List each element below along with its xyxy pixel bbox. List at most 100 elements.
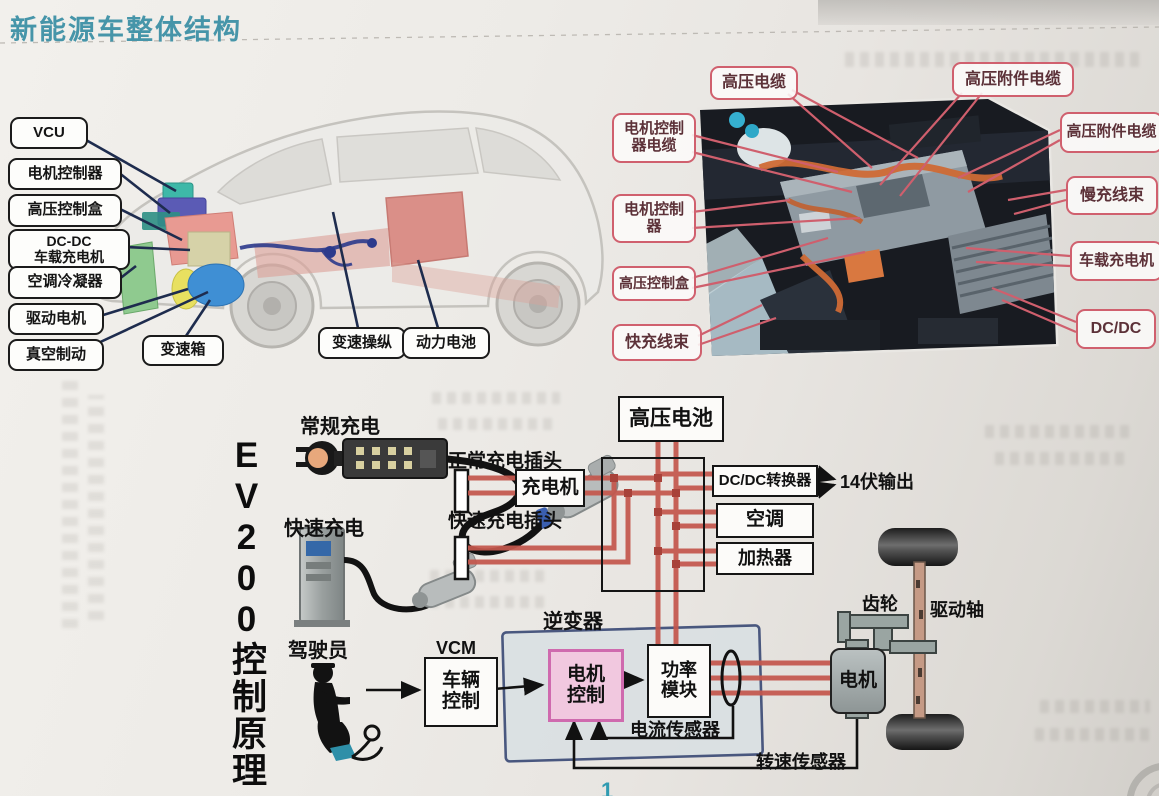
car-illustration bbox=[85, 110, 604, 349]
label-dcdc-photo: DC/DC bbox=[1076, 309, 1156, 349]
label-hv-control-box-text: 高压控制盒 bbox=[27, 201, 103, 219]
label-power-battery: 动力电池 bbox=[402, 327, 490, 359]
power-module-box: 功率 模块 bbox=[647, 644, 711, 718]
page-title: 新能源车整体结构 bbox=[10, 15, 242, 45]
label-motor-controller-photo-text: 电机控制 器 bbox=[623, 200, 684, 235]
label-speed-sensor: 转速传感器 bbox=[756, 752, 846, 772]
motor-box: 电机 bbox=[830, 648, 886, 714]
label-hv-accessory-cable-2: 高压附件电缆 bbox=[1060, 112, 1159, 153]
publisher-logo bbox=[1126, 763, 1159, 796]
driveline bbox=[837, 528, 964, 750]
battery-block bbox=[385, 191, 469, 267]
label-fast-charge-harness-text: 快充线束 bbox=[624, 333, 689, 351]
label-inverter: 逆变器 bbox=[543, 611, 603, 633]
air-conditioner-box-text: 空调 bbox=[745, 509, 784, 531]
label-motor-controller-photo: 电机控制 器 bbox=[612, 194, 696, 243]
bleed-through-text bbox=[430, 596, 550, 608]
label-motor-controller-cable: 电机控制 器电缆 bbox=[612, 113, 696, 163]
label-slow-charge-harness: 慢充线束 bbox=[1066, 176, 1158, 215]
vehicle-control-box-text: 车辆 控制 bbox=[441, 670, 480, 712]
hv-battery-box-text: 高压电池 bbox=[629, 407, 713, 431]
motor-control-box: 电机 控制 bbox=[548, 649, 624, 722]
label-hv-accessory-cable-1: 高压附件电缆 bbox=[952, 62, 1074, 97]
engine-bay-photo bbox=[691, 89, 1077, 359]
label-drive-motor: 驱动电机 bbox=[8, 303, 104, 335]
adjacent-page-edge bbox=[818, 0, 1159, 25]
label-drive-shaft: 驱动轴 bbox=[930, 600, 984, 620]
label-hv-control-box: 高压控制盒 bbox=[8, 194, 122, 227]
label-shift-control-text: 变速操纵 bbox=[331, 333, 392, 351]
page-number: 1 bbox=[601, 778, 614, 796]
fast-charge-station bbox=[294, 527, 477, 627]
label-vacuum-brake-text: 真空制动 bbox=[25, 345, 86, 363]
vacuum-brake-component bbox=[187, 263, 245, 307]
label-motor-controller-cable-text: 电机控制 器电缆 bbox=[623, 120, 684, 154]
bleed-through-text bbox=[1035, 728, 1150, 741]
label-drive-motor-text: 驱动电机 bbox=[25, 309, 86, 327]
label-ac-condenser: 空调冷凝器 bbox=[8, 266, 122, 299]
dcdc-component bbox=[187, 231, 231, 267]
label-hv-control-box-photo-text: 高压控制盒 bbox=[619, 274, 689, 291]
label-normal-charging: 常规充电 bbox=[300, 416, 380, 438]
label-hv-accessory-cable-1-text: 高压附件电缆 bbox=[964, 70, 1061, 88]
fast-plug-connector bbox=[453, 535, 470, 581]
label-hv-cable-text: 高压电缆 bbox=[721, 74, 786, 92]
label-dcdc-photo-text: DC/DC bbox=[1090, 320, 1142, 338]
label-motor-controller-text: 电机控制器 bbox=[27, 164, 103, 182]
hv-battery-box: 高压电池 bbox=[618, 396, 724, 442]
label-fast-charging: 快速充电 bbox=[284, 518, 364, 540]
label-hv-accessory-cable-2-text: 高压附件电缆 bbox=[1066, 123, 1157, 141]
bleed-through-text bbox=[438, 418, 556, 430]
label-vcu: VCU bbox=[10, 117, 88, 149]
bleed-through-text bbox=[88, 395, 104, 620]
bleed-through-text bbox=[432, 392, 560, 404]
label-hv-control-box-photo: 高压控制盒 bbox=[612, 266, 696, 301]
heater-box-text: 加热器 bbox=[738, 547, 792, 568]
motor-box-text: 电机 bbox=[838, 669, 877, 691]
label-vcm: VCM bbox=[436, 638, 476, 658]
ev200-vertical-title: EV200控制原理 bbox=[227, 436, 266, 789]
wheel-top bbox=[878, 528, 958, 566]
bleed-through-text bbox=[985, 425, 1135, 438]
heater-box: 加热器 bbox=[716, 542, 814, 575]
label-fast-plug: 快速充电插头 bbox=[448, 511, 563, 532]
motor-control-box-text: 电机 控制 bbox=[566, 663, 605, 706]
vehicle-control-box: 车辆 控制 bbox=[424, 657, 498, 727]
dcdc-converter-box: DC/DC转换器 bbox=[712, 465, 818, 497]
label-ac-condenser-text: 空调冷凝器 bbox=[27, 273, 103, 291]
label-onboard-charger: 车载充电机 bbox=[1070, 241, 1159, 281]
label-normal-plug: 正常充电插头 bbox=[448, 451, 563, 472]
label-gear: 齿轮 bbox=[862, 594, 898, 614]
junction-box bbox=[601, 457, 705, 592]
label-fast-charge-harness: 快充线束 bbox=[612, 324, 702, 361]
driver-silhouette bbox=[311, 663, 384, 761]
current-sensor-coil bbox=[720, 649, 742, 707]
label-onboard-charger-text: 车载充电机 bbox=[1078, 251, 1154, 269]
label-dcdc-obc-text: DC-DC 车载充电机 bbox=[34, 232, 104, 265]
photo-leader-lines bbox=[691, 89, 1077, 347]
bleed-through-text bbox=[1040, 700, 1150, 713]
label-vcu-text: VCU bbox=[33, 123, 65, 141]
label-power-battery-text: 动力电池 bbox=[415, 333, 476, 351]
label-driver: 驾驶员 bbox=[288, 640, 348, 662]
wire-junction-dots bbox=[610, 474, 680, 568]
air-conditioner-box: 空调 bbox=[716, 503, 814, 538]
car-leader-lines bbox=[85, 138, 440, 346]
label-dcdc-obc: DC-DC 车载充电机 bbox=[8, 229, 130, 270]
label-motor-controller: 电机控制器 bbox=[8, 158, 122, 190]
gears bbox=[837, 611, 937, 719]
dcdc-converter-box-text: DC/DC转换器 bbox=[718, 471, 812, 489]
label-14v-output: 14伏输出 bbox=[840, 472, 915, 492]
label-gearbox: 变速箱 bbox=[142, 335, 224, 366]
label-current-sensor: 电流传感器 bbox=[630, 720, 720, 740]
label-gearbox-text: 变速箱 bbox=[160, 341, 206, 359]
wheel-bottom bbox=[886, 714, 964, 750]
label-shift-control: 变速操纵 bbox=[318, 327, 406, 359]
label-hv-cable: 高压电缆 bbox=[710, 66, 798, 100]
power-module-box-text: 功率 模块 bbox=[661, 660, 697, 700]
label-slow-charge-harness-text: 慢充线束 bbox=[1079, 186, 1144, 204]
bleed-through-text bbox=[62, 378, 78, 628]
charger-box: 充电机 bbox=[515, 469, 585, 507]
